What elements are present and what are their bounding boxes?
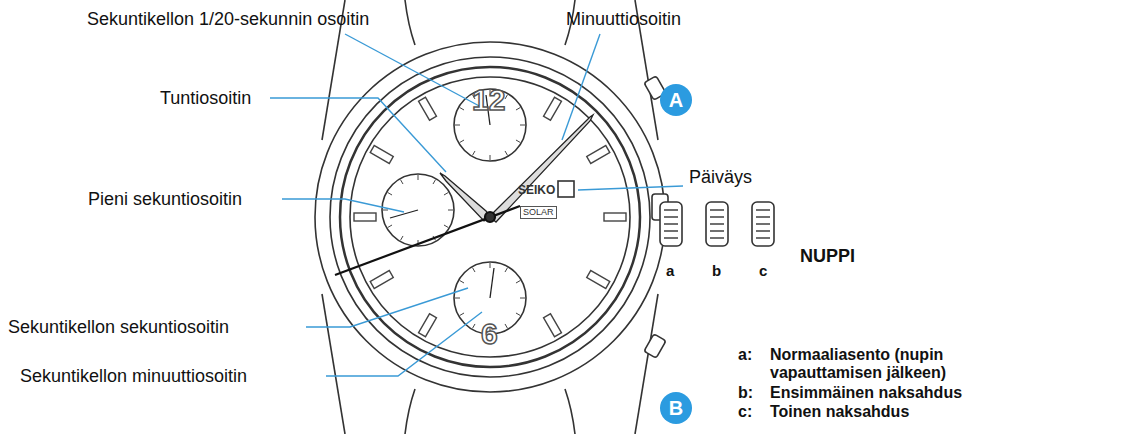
crown-ridge bbox=[756, 216, 770, 217]
leader-label: Päiväys bbox=[689, 166, 752, 188]
subdial-tick bbox=[473, 268, 476, 272]
hour-marker bbox=[354, 213, 376, 221]
leader-label: Tuntiosoitin bbox=[160, 87, 251, 109]
position-letter: b bbox=[712, 262, 721, 280]
subdial-tick bbox=[383, 210, 388, 211]
subdial-tick bbox=[401, 180, 404, 184]
legend-text: Ensimmäinen naksahdus bbox=[770, 384, 962, 402]
subdial-tick bbox=[505, 268, 508, 272]
crown-ridge bbox=[664, 223, 678, 224]
subdial-tick bbox=[460, 140, 464, 143]
crown-ridge bbox=[756, 230, 770, 231]
hour-marker bbox=[604, 213, 626, 221]
subdial-tick bbox=[505, 95, 508, 99]
hour-marker bbox=[419, 314, 437, 337]
position-letter: c bbox=[759, 262, 767, 280]
legend-key: a: bbox=[738, 346, 752, 364]
hour-marker bbox=[544, 97, 562, 120]
leader-label: Minuuttiosoitin bbox=[566, 8, 681, 30]
leader-label: Pieni sekuntiosoitin bbox=[88, 188, 242, 210]
crown-ridge bbox=[664, 230, 678, 231]
subdial-tick bbox=[444, 225, 448, 228]
subdial-tick bbox=[460, 108, 464, 111]
dial-numeral: 12 bbox=[472, 84, 505, 116]
hour-marker bbox=[544, 314, 562, 337]
subdial-tick bbox=[505, 151, 508, 155]
crown-ridge bbox=[664, 209, 678, 210]
crown-ridge bbox=[756, 223, 770, 224]
subdial-tick bbox=[490, 263, 491, 268]
subdial-tick bbox=[433, 180, 436, 184]
subdial-tick bbox=[490, 155, 491, 160]
subdial-tick bbox=[455, 125, 460, 126]
crown-ridge bbox=[710, 216, 724, 217]
leader-label: Sekuntikellon minuuttiosoitin bbox=[20, 365, 247, 387]
crown-ridge bbox=[710, 209, 724, 210]
subdial-tick bbox=[460, 313, 464, 316]
subdial-tick bbox=[505, 324, 508, 328]
callout-letter: B bbox=[662, 394, 690, 422]
hour-marker bbox=[587, 146, 610, 164]
crown-title: NUPPI bbox=[800, 245, 855, 267]
callout-letter: A bbox=[662, 86, 690, 114]
crown-ridge bbox=[756, 237, 770, 238]
legend-key: c: bbox=[738, 403, 752, 421]
dial-numeral: 6 bbox=[481, 318, 498, 350]
subdial-tick bbox=[473, 324, 476, 328]
subdial-tick bbox=[516, 313, 520, 316]
position-letter: a bbox=[666, 262, 674, 280]
leader-label: Sekuntikellon sekuntiosoitin bbox=[8, 316, 229, 338]
subdial-tick bbox=[516, 281, 520, 284]
subdial-tick bbox=[473, 151, 476, 155]
hour-marker bbox=[419, 97, 437, 120]
hour-marker bbox=[370, 146, 393, 164]
subdial-tick bbox=[401, 236, 404, 240]
subdial-tick bbox=[388, 225, 392, 228]
subdial-tick bbox=[448, 210, 453, 211]
crown-ridge bbox=[664, 237, 678, 238]
legend-text: Toinen naksahdus bbox=[770, 403, 909, 421]
legend-text: Normaaliasento (nupin vapauttamisen jälk… bbox=[770, 346, 1032, 382]
subdial-tick bbox=[388, 193, 392, 196]
crown-ridge bbox=[664, 216, 678, 217]
crown-ridge bbox=[710, 223, 724, 224]
hour-marker bbox=[370, 271, 393, 289]
legend-key: b: bbox=[738, 384, 753, 402]
crown-ridge bbox=[710, 237, 724, 238]
subdial-tick bbox=[460, 281, 464, 284]
hour-marker bbox=[587, 271, 610, 289]
subdial-tick bbox=[418, 175, 419, 180]
brand-text: SEIKO bbox=[518, 183, 555, 197]
subdial-tick bbox=[455, 298, 460, 299]
leader-label: Sekuntikellon 1/20-sekunnin osoitin bbox=[87, 8, 369, 30]
subdial-tick bbox=[520, 298, 525, 299]
subdial-tick bbox=[444, 193, 448, 196]
crown-ridge bbox=[756, 209, 770, 210]
crown-ridge bbox=[710, 230, 724, 231]
subdial-tick bbox=[520, 125, 525, 126]
brand-text: SOLAR bbox=[520, 206, 557, 219]
subdial-tick bbox=[516, 140, 520, 143]
subdial-tick bbox=[516, 108, 520, 111]
